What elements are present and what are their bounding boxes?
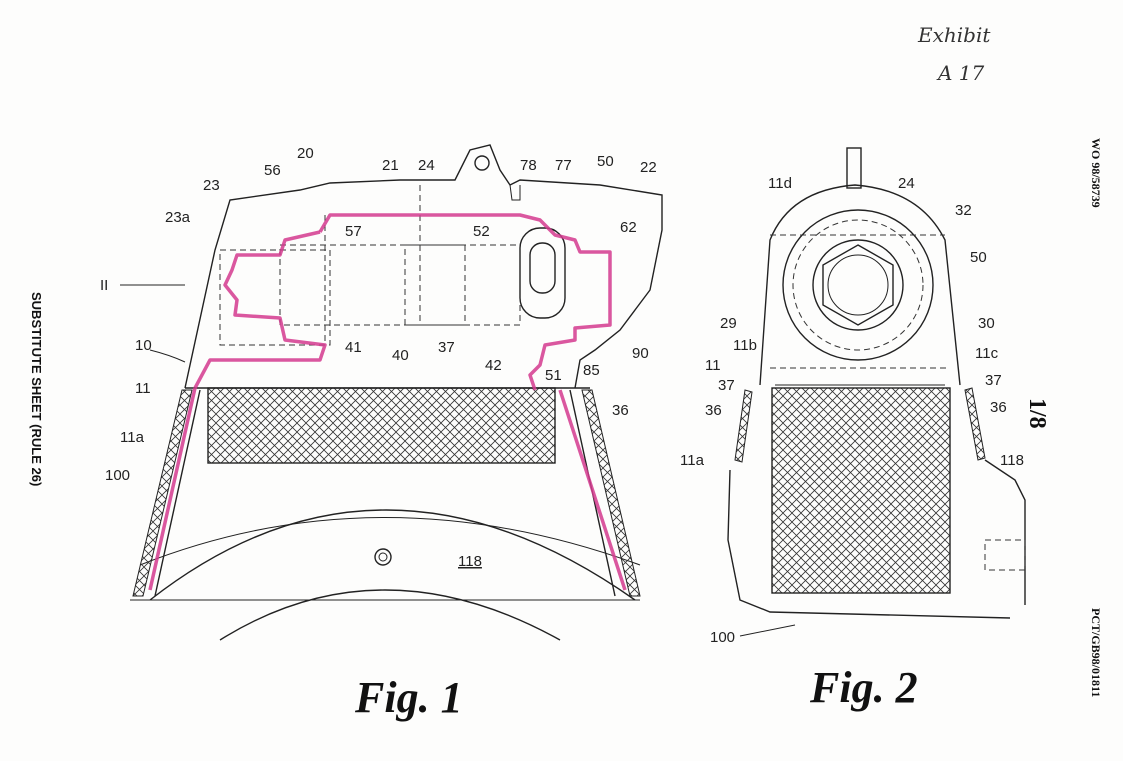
- fig2-label-24: 24: [898, 175, 915, 192]
- fig2-label-36-left: 36: [705, 402, 722, 419]
- fig1-label-36: 36: [612, 402, 629, 419]
- fig2-nut: [822, 244, 894, 326]
- fig1-label-77: 77: [555, 157, 572, 174]
- fig2-left-lining: [734, 389, 753, 463]
- fig2-label-29: 29: [720, 315, 737, 332]
- fig2-label-36-right: 36: [990, 399, 1007, 416]
- pct-number: PCT/GB98/01811: [1089, 608, 1103, 697]
- fig1-label-40: 40: [392, 347, 409, 364]
- fig1-label-23a: 23a: [165, 209, 191, 226]
- fig1-drum-inner-arc: [219, 589, 561, 641]
- fig1-label-11: 11: [135, 380, 151, 397]
- fig2-top-stub: [846, 147, 862, 189]
- fig1-label-10: 10: [135, 337, 152, 354]
- fig1-label-23: 23: [203, 177, 220, 194]
- wo-number: WO 98/58739: [1089, 138, 1103, 208]
- fig1-highlight-upper: [318, 213, 612, 391]
- fig1-label-II: II: [100, 277, 108, 294]
- fig2-friction-pad: [771, 387, 951, 594]
- fig2-label-100: 100: [710, 629, 735, 646]
- figure-1: 20 21 24 78 77 50 22 23 56 23a 57 52 62 …: [100, 144, 663, 722]
- exhibit-annotation: Exhibit A 17: [917, 23, 991, 85]
- fig2-label-32: 32: [955, 202, 972, 219]
- fig1-label-11a: 11a: [120, 429, 145, 446]
- fig2-right-lining: [964, 387, 986, 461]
- fig2-label-11c: 11c: [975, 345, 999, 362]
- fig1-label-20: 20: [297, 145, 314, 162]
- fig2-label-30: 30: [978, 315, 995, 332]
- fig1-label-41: 41: [345, 339, 362, 356]
- exhibit-line1: Exhibit: [917, 23, 991, 47]
- fig1-label-85: 85: [583, 362, 600, 379]
- fig2-label-11a: 11a: [680, 452, 705, 469]
- fig2-label-118: 118: [1000, 452, 1024, 469]
- fig1-label-56: 56: [264, 162, 281, 179]
- fig1-label-100: 100: [105, 467, 130, 484]
- fig1-highlight-lower: [193, 230, 327, 389]
- exhibit-line2: A 17: [936, 61, 985, 85]
- fig1-friction-pad: [207, 387, 556, 464]
- fig1-label-51: 51: [545, 367, 562, 384]
- fig1-label-52: 52: [473, 223, 490, 240]
- fig2-housing: [759, 184, 961, 386]
- fig2-label-11: 11: [705, 357, 721, 374]
- fig1-label-78: 78: [520, 157, 537, 174]
- fig1-right-lining: [581, 389, 641, 597]
- fig1-label-90: 90: [632, 345, 649, 362]
- fig2-label-11b: 11b: [733, 337, 757, 354]
- fig1-caliper-body: [184, 144, 663, 389]
- fig1-caption: Fig. 1: [354, 673, 463, 722]
- fig1-label-50: 50: [597, 153, 614, 170]
- fig1-label-21: 21: [382, 157, 399, 174]
- fig1-label-22: 22: [640, 159, 657, 176]
- fig1-label-57: 57: [345, 223, 362, 240]
- fig1-hole: [374, 548, 392, 566]
- fig2-label-50: 50: [970, 249, 987, 266]
- fig2-piston-outer: [782, 209, 934, 361]
- fig1-label-42: 42: [485, 357, 502, 374]
- fig1-label-24: 24: [418, 157, 435, 174]
- fig1-label-62: 62: [620, 219, 637, 236]
- fig2-label-37-left: 37: [718, 377, 735, 394]
- page-number: 1/8: [1024, 398, 1050, 429]
- fig1-label-118: 118: [458, 553, 482, 570]
- fig1-label-37: 37: [438, 339, 455, 356]
- figure-2: 11d 24 32 50 29 30 11b 11 11c 37 37 36 3…: [680, 147, 1026, 712]
- substitute-sheet-label: SUBSTITUTE SHEET (RULE 26): [29, 292, 44, 486]
- fig1-drum-outer-arc: [149, 509, 636, 601]
- fig2-label-37-right: 37: [985, 372, 1002, 389]
- fig1-left-lining: [132, 389, 193, 597]
- fig2-label-11d: 11d: [768, 175, 792, 192]
- fig2-caption: Fig. 2: [809, 663, 918, 712]
